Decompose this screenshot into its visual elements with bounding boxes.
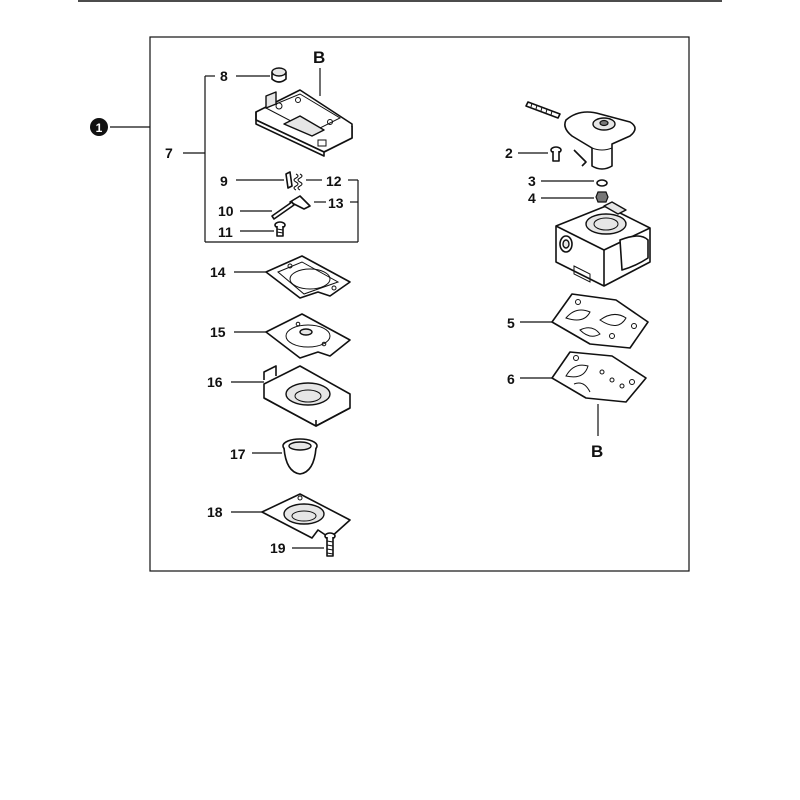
part-9-needle <box>285 171 293 189</box>
bracket-group-7 <box>183 75 359 243</box>
part-label-2: 2 <box>505 145 513 161</box>
part-13-lever <box>289 195 311 210</box>
part-19-screw <box>324 532 336 557</box>
part-10-pin <box>271 201 295 220</box>
part-label-18: 18 <box>207 504 223 520</box>
part-label-11: 11 <box>218 224 233 240</box>
part-label-19: 19 <box>270 540 286 556</box>
part-label-6: 6 <box>507 371 515 387</box>
part-label-5: 5 <box>507 315 515 331</box>
part-label-3: 3 <box>528 173 536 189</box>
part-3-oring <box>596 179 608 187</box>
part-label-10: 10 <box>218 203 234 219</box>
part-label-9: 9 <box>220 173 228 189</box>
part-label-15: 15 <box>210 324 226 340</box>
carburetor-body <box>555 201 651 287</box>
view-ref-b-top: B <box>313 48 325 67</box>
part-label-12: 12 <box>326 173 342 189</box>
part-8-cap <box>271 67 287 83</box>
part-label-13: 13 <box>328 195 344 211</box>
part-14-gasket <box>265 255 351 299</box>
part-17-primer-bulb <box>282 438 318 475</box>
part-label-8: 8 <box>220 68 228 84</box>
part-label-7: 7 <box>165 145 173 161</box>
assembly-number: 1 <box>96 121 103 135</box>
part-15-diaphragm <box>265 313 351 359</box>
assembly-marker: 1 <box>90 118 150 136</box>
part-5-gasket <box>551 293 649 349</box>
part-4-nut <box>595 191 609 203</box>
part-label-14: 14 <box>210 264 226 280</box>
part-label-17: 17 <box>230 446 246 462</box>
part-2-throttle-lever <box>525 101 636 170</box>
part-18-cover-plate <box>261 493 351 539</box>
part-6-plate <box>551 351 647 403</box>
view-ref-b-bottom: B <box>591 442 603 461</box>
part-label-16: 16 <box>207 374 223 390</box>
part-label-4: 4 <box>528 190 536 206</box>
diagram-frame <box>149 36 690 572</box>
part-16-housing <box>263 365 351 427</box>
part-12-spring <box>293 173 303 191</box>
part-7-cover-body <box>255 89 353 157</box>
part-2-screw <box>550 146 562 162</box>
part-11-screw <box>274 221 286 237</box>
